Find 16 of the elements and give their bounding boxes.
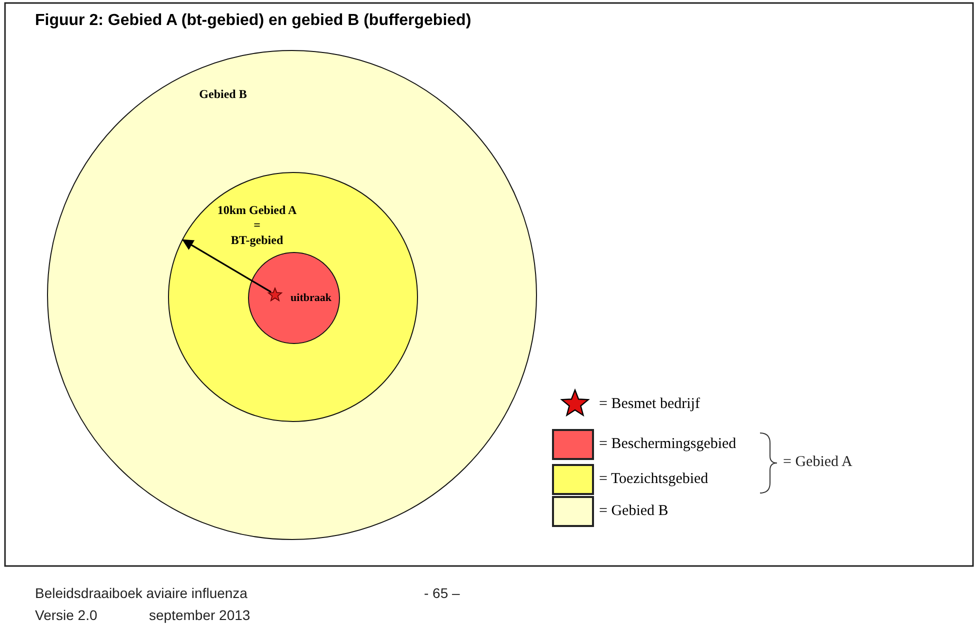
zone-label: uitbraak xyxy=(290,291,332,306)
radius-arrow xyxy=(182,239,272,293)
page-number: - 65 – xyxy=(424,585,460,601)
footer-text: Beleidsdraaiboek aviaire influenza xyxy=(35,585,248,601)
bracket-label: = Gebied A xyxy=(783,454,852,471)
zone-label: 10km Gebied A xyxy=(216,203,298,218)
legend-label: = Besmet bedrijf xyxy=(599,396,700,413)
figure-title: Figuur 2: Gebied A (bt-gebied) en gebied B (buffergebied) xyxy=(35,12,472,30)
zone-label: = xyxy=(252,218,262,233)
legend-label: = Gebied B xyxy=(599,503,668,520)
legend-label: = Toezichtsgebied xyxy=(599,471,708,488)
zone-label: Gebied B xyxy=(198,87,248,102)
footer-text: september 2013 xyxy=(149,607,250,623)
legend-label: = Beschermingsgebied xyxy=(599,436,736,453)
zone-label: BT-gebied xyxy=(230,233,284,248)
footer-text: Versie 2.0 xyxy=(35,607,98,623)
